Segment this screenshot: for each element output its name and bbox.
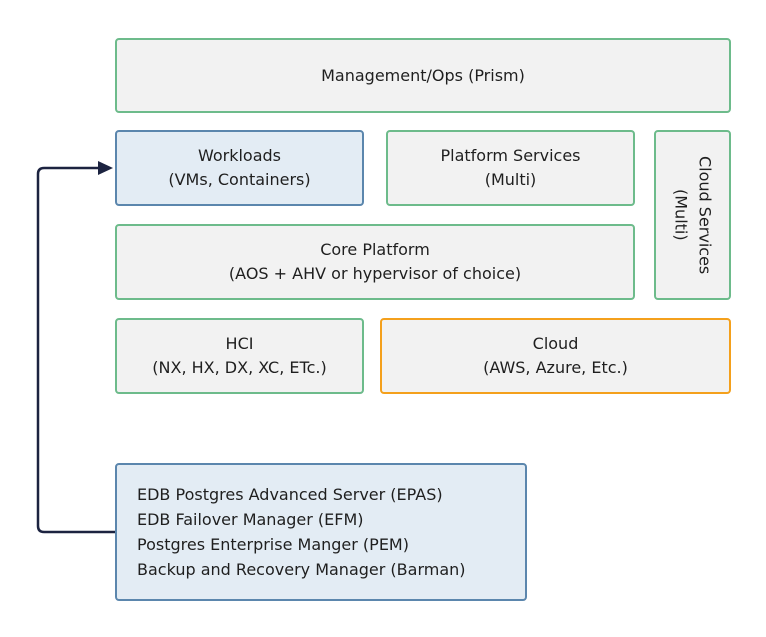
connector-line [36,166,115,534]
edb-stack-item: Postgres Enterprise Manger (PEM) [137,535,409,554]
platform-services-title: Platform Services [440,146,581,165]
cloud-services-vertical-text: Cloud Services (Multi) [669,156,717,274]
workloads-box: Workloads (VMs, Containers) [115,130,364,206]
hci-subtitle: (NX, HX, DX, XC, ETc.) [152,358,327,377]
hci-box: HCI (NX, HX, DX, XC, ETc.) [115,318,364,394]
management-ops-label: Management/Ops (Prism) [321,65,525,85]
management-ops-box: Management/Ops (Prism) [115,38,731,113]
edb-stack-item: EDB Postgres Advanced Server (EPAS) [137,485,443,504]
cloud-subtitle: (AWS, Azure, Etc.) [483,358,628,377]
edb-stack-item: Backup and Recovery Manager (Barman) [137,560,466,579]
platform-services-subtitle: (Multi) [484,170,537,189]
workloads-subtitle: (VMs, Containers) [168,170,311,189]
cloud-title: Cloud [532,334,579,353]
cloud-box: Cloud (AWS, Azure, Etc.) [380,318,731,394]
edb-stack-item: EDB Failover Manager (EFM) [137,510,364,529]
core-platform-title: Core Platform [320,240,430,259]
cloud-services-subtitle: (Multi) [671,189,691,241]
hci-title: HCI [225,334,254,353]
edb-stack-box: EDB Postgres Advanced Server (EPAS) EDB … [115,463,527,601]
core-platform-box: Core Platform (AOS + AHV or hypervisor o… [115,224,635,300]
cloud-services-box: Cloud Services (Multi) [654,130,731,300]
arrowhead-icon [98,161,113,175]
workloads-title: Workloads [197,146,282,165]
core-platform-subtitle: (AOS + AHV or hypervisor of choice) [228,264,522,283]
platform-services-box: Platform Services (Multi) [386,130,635,206]
cloud-services-title: Cloud Services [695,155,715,275]
